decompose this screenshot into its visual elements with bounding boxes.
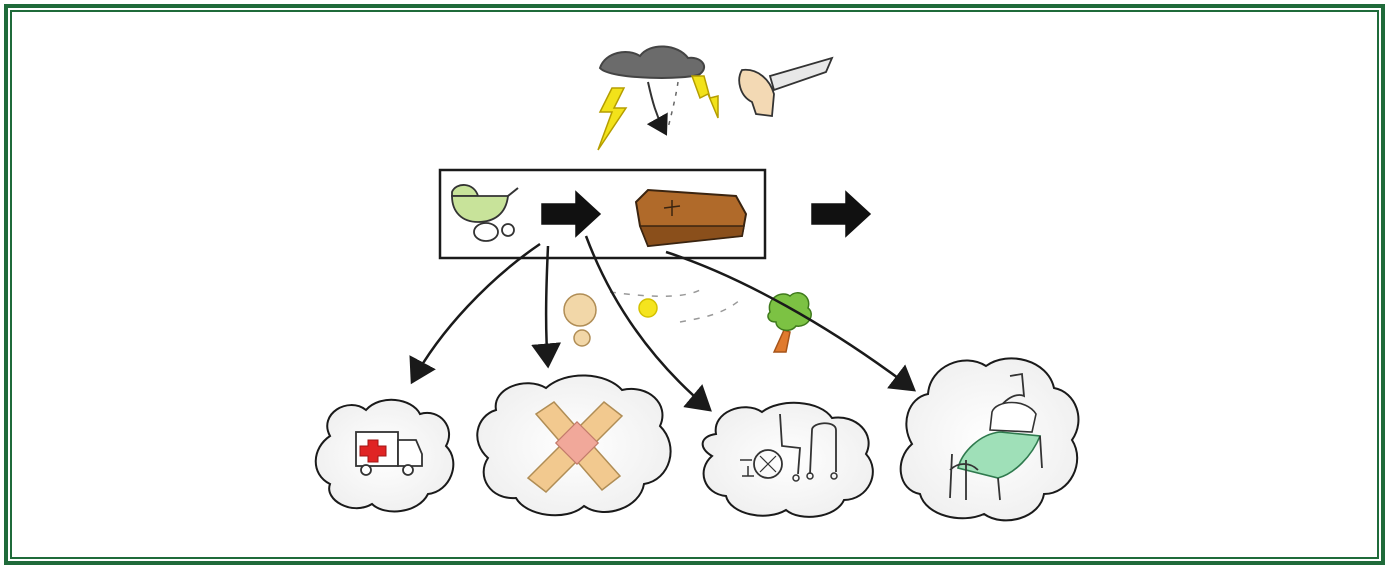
hospital-bed-icon: [949, 372, 1043, 501]
arrow-right-icon: [541, 190, 602, 238]
outcome-arrows: [409, 235, 916, 412]
baby-face-icon: [563, 293, 597, 347]
timeline-box: [438, 168, 767, 260]
ambulance-icon: [355, 431, 423, 476]
outer-frame: [4, 4, 1385, 565]
arrow-right-icon: [811, 190, 872, 238]
lightning-icon: [597, 87, 628, 151]
dashed-path: [609, 289, 741, 323]
tree-icon: [767, 292, 812, 353]
falling-arrow-icon: [646, 81, 679, 136]
pram-icon: [451, 184, 519, 242]
knife-hand-icon: [738, 56, 834, 118]
wheelchair-icon: [740, 413, 801, 482]
outcome-cloud-wheelchair: [701, 401, 874, 518]
coffin-icon: [634, 188, 748, 248]
bandage-icon: [526, 401, 624, 493]
walker-icon: [806, 422, 838, 480]
storm-cloud-icon: [598, 45, 706, 79]
inner-frame: [10, 10, 1379, 559]
lightning-icon: [690, 75, 719, 119]
sun-icon: [638, 298, 658, 318]
